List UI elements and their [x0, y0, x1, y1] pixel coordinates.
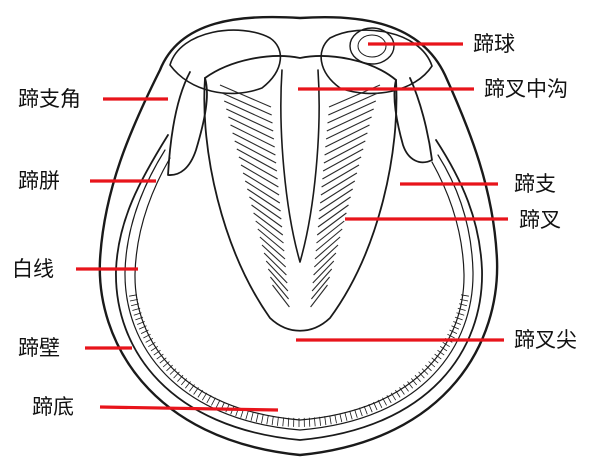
label-heel-bulb: 蹄球: [473, 32, 515, 56]
white-line-tick: [359, 408, 362, 416]
white-line-tick: [246, 411, 249, 420]
labels: 蹄球 蹄叉中沟 蹄支角 蹄胼 蹄支 蹄叉 白线 蹄叉尖 蹄壁 蹄底: [12, 32, 577, 419]
white-line-tick: [262, 415, 264, 424]
label-hoof-wall: 蹄壁: [18, 336, 60, 360]
hoof-wall-inner: [116, 135, 482, 440]
white-line-tick: [251, 412, 253, 421]
label-central-groove: 蹄叉中沟: [484, 77, 568, 101]
white-line-tick: [350, 411, 353, 420]
label-sole-buttress: 蹄胼: [18, 169, 60, 193]
frog-hatch-stroke: [273, 285, 290, 307]
white-line-tick: [277, 417, 278, 426]
white-line-tick: [335, 415, 337, 424]
white-line-tick: [267, 415, 269, 424]
heel-bulb-swirl: [350, 28, 394, 64]
white-line-tick: [425, 365, 431, 371]
white-line-tick: [202, 393, 207, 400]
white-line-tick: [211, 398, 215, 406]
white-line-tick: [256, 413, 258, 422]
label-frog-apex: 蹄叉尖: [514, 328, 577, 352]
leader-sole: [100, 407, 278, 410]
label-bar-angle: 蹄支角: [18, 87, 81, 111]
white-line-tick: [345, 412, 347, 421]
white-line-tick: [288, 418, 289, 427]
white-line-tick: [207, 395, 211, 403]
hoof-wall-outer: [100, 17, 497, 455]
white-line-tick: [216, 400, 220, 408]
white-line-tick: [309, 418, 310, 427]
heel-bulb-left: [170, 30, 280, 93]
white-line-tick: [458, 308, 466, 310]
white-line-tick: [459, 304, 467, 306]
label-frog: 蹄叉: [519, 208, 561, 232]
bar-right: [394, 78, 432, 162]
white-line-tick: [198, 390, 203, 397]
white-line-tick: [272, 416, 273, 425]
label-bar: 蹄支: [514, 172, 556, 196]
white-line-tick: [330, 415, 332, 424]
white-line-tick: [364, 406, 367, 414]
hoof-drawing: [100, 17, 497, 455]
white-line-tick: [340, 413, 342, 422]
label-sole: 蹄底: [32, 395, 74, 419]
white-line-tick: [355, 409, 358, 417]
white-line-tick: [325, 416, 326, 425]
white-line-tick: [453, 322, 461, 325]
heel-bulb-swirl-inner: [358, 35, 386, 57]
white-line-tick: [457, 313, 465, 316]
frog-central-groove: [281, 70, 319, 262]
white-line-tick: [194, 387, 199, 394]
white-line-tick: [422, 369, 428, 375]
frog-hatch-stroke: [311, 285, 328, 307]
white-line-outer: [125, 150, 473, 430]
white-line-tick: [455, 317, 463, 320]
white-line-tick: [283, 417, 284, 426]
label-white-line: 白线: [12, 257, 54, 281]
